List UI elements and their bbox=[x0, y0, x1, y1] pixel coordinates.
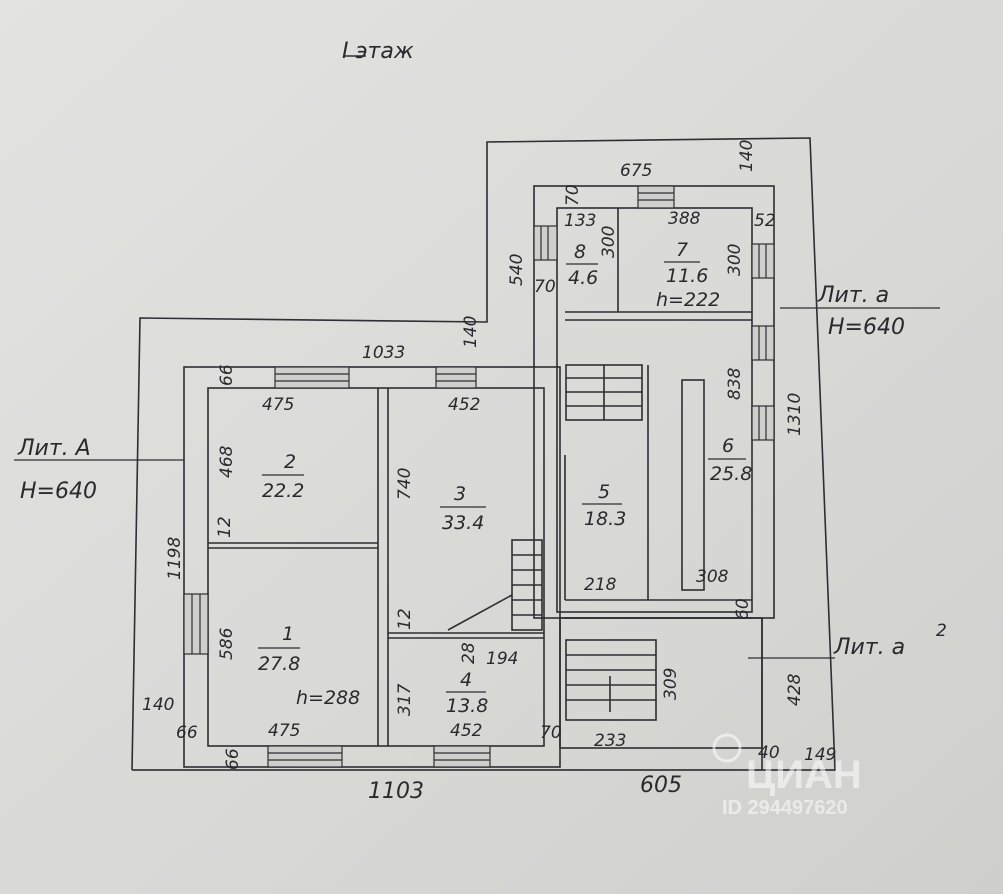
watermark-logo-icon bbox=[712, 733, 742, 763]
dim-300-room7: 300 bbox=[725, 244, 745, 276]
dim-194: 194 bbox=[486, 649, 518, 669]
dim-room2-left: 468 bbox=[217, 445, 237, 478]
main-building-inner bbox=[207, 387, 545, 747]
dim-605: 605 bbox=[640, 773, 682, 798]
windows bbox=[183, 185, 775, 768]
room-7-height: h=222 bbox=[656, 289, 720, 311]
plan-lines bbox=[14, 137, 940, 771]
dim-52: 52 bbox=[754, 211, 776, 231]
room-1-height: h=288 bbox=[296, 687, 360, 709]
watermark-id: ID 294497620 bbox=[722, 797, 848, 819]
lit-a-height: Н=640 bbox=[20, 479, 97, 504]
dim-838: 838 bbox=[725, 367, 745, 400]
dimension-labels: 1033 140 475 452 468 12 1198 586 475 140… bbox=[142, 140, 836, 804]
dim-room1-left: 586 bbox=[217, 627, 237, 660]
dim-140-annex: 140 bbox=[737, 140, 757, 172]
watermark: ЦИАН ID 294497620 bbox=[712, 733, 862, 819]
room-6-number: 6 bbox=[722, 435, 734, 457]
dim-room4-bottom: 452 bbox=[450, 721, 482, 741]
lit-a2-sup: 2 bbox=[936, 621, 947, 641]
dim-66-left: 66 bbox=[176, 723, 198, 743]
stairs-annex-bottom bbox=[565, 639, 657, 721]
dim-70: 70 bbox=[540, 723, 562, 743]
floor-title: I этаж bbox=[342, 39, 414, 64]
dim-70-side: 70 bbox=[534, 277, 556, 297]
dim-66-bottom: 66 bbox=[223, 748, 243, 770]
room-6-area: 25.8 bbox=[710, 463, 752, 485]
room-8-number: 8 bbox=[574, 241, 586, 263]
room6-fixture bbox=[681, 379, 705, 591]
room-7-number: 7 bbox=[676, 239, 688, 261]
room-4-number: 4 bbox=[460, 669, 472, 691]
dim-room2-top: 475 bbox=[262, 395, 294, 415]
dim-room3-top: 452 bbox=[448, 395, 480, 415]
dim-1033: 1033 bbox=[362, 343, 405, 363]
dim-70-annex: 70 bbox=[563, 184, 583, 206]
dim-428: 428 bbox=[785, 673, 805, 706]
dim-room4-12: 12 bbox=[395, 608, 415, 630]
dim-66-top: 66 bbox=[217, 364, 237, 386]
stairs-annex-top bbox=[565, 364, 643, 421]
dim-40: 40 bbox=[758, 743, 780, 763]
room-7-area: 11.6 bbox=[666, 265, 708, 287]
lit-a-small-height: Н=640 bbox=[828, 315, 905, 340]
dim-1310: 1310 bbox=[785, 393, 805, 436]
dim-233: 233 bbox=[594, 731, 626, 751]
dim-675: 675 bbox=[620, 161, 652, 181]
watermark-brand: ЦИАН bbox=[746, 753, 862, 797]
dim-room1-bottom: 475 bbox=[268, 721, 300, 741]
dim-133: 133 bbox=[564, 211, 596, 231]
dim-60: 60 bbox=[733, 598, 753, 620]
dim-540: 540 bbox=[507, 254, 527, 286]
room-1-number: 1 bbox=[282, 623, 294, 645]
dim-room4-28: 28 bbox=[459, 642, 479, 664]
room-1-area: 27.8 bbox=[258, 653, 300, 675]
room-2-area: 22.2 bbox=[262, 480, 304, 502]
dim-140-left: 140 bbox=[142, 695, 174, 715]
room-5-number: 5 bbox=[598, 481, 610, 503]
dim-room2-inner: 12 bbox=[215, 516, 235, 538]
dim-149: 149 bbox=[804, 745, 836, 765]
lit-a2-label: Лит. а bbox=[833, 635, 905, 660]
dim-308: 308 bbox=[696, 567, 729, 587]
lit-a-small-label: Лит. а bbox=[817, 283, 889, 308]
lit-a-label: Лит. А bbox=[17, 436, 91, 461]
dim-300-room8: 300 bbox=[599, 226, 619, 258]
room-3-number: 3 bbox=[454, 483, 466, 505]
room-3-area: 33.4 bbox=[442, 512, 484, 534]
dim-388: 388 bbox=[668, 209, 701, 229]
stairs-room3 bbox=[447, 539, 543, 631]
main-building-outer bbox=[183, 366, 561, 768]
dim-1103: 1103 bbox=[368, 779, 424, 804]
room-5-area: 18.3 bbox=[584, 508, 626, 530]
dim-740: 740 bbox=[395, 468, 415, 500]
room-2-number: 2 bbox=[284, 451, 296, 473]
room-4-area: 13.8 bbox=[446, 695, 488, 717]
dim-140-top: 140 bbox=[461, 316, 481, 348]
dim-1198: 1198 bbox=[165, 537, 185, 580]
dim-317: 317 bbox=[395, 683, 415, 716]
room-8-area: 4.6 bbox=[568, 267, 598, 289]
dim-218: 218 bbox=[584, 575, 617, 595]
dim-309: 309 bbox=[661, 668, 681, 700]
room-labels: 1 27.8 2 22.2 3 33.4 4 13.8 5 18.3 6 25.… bbox=[258, 239, 752, 717]
